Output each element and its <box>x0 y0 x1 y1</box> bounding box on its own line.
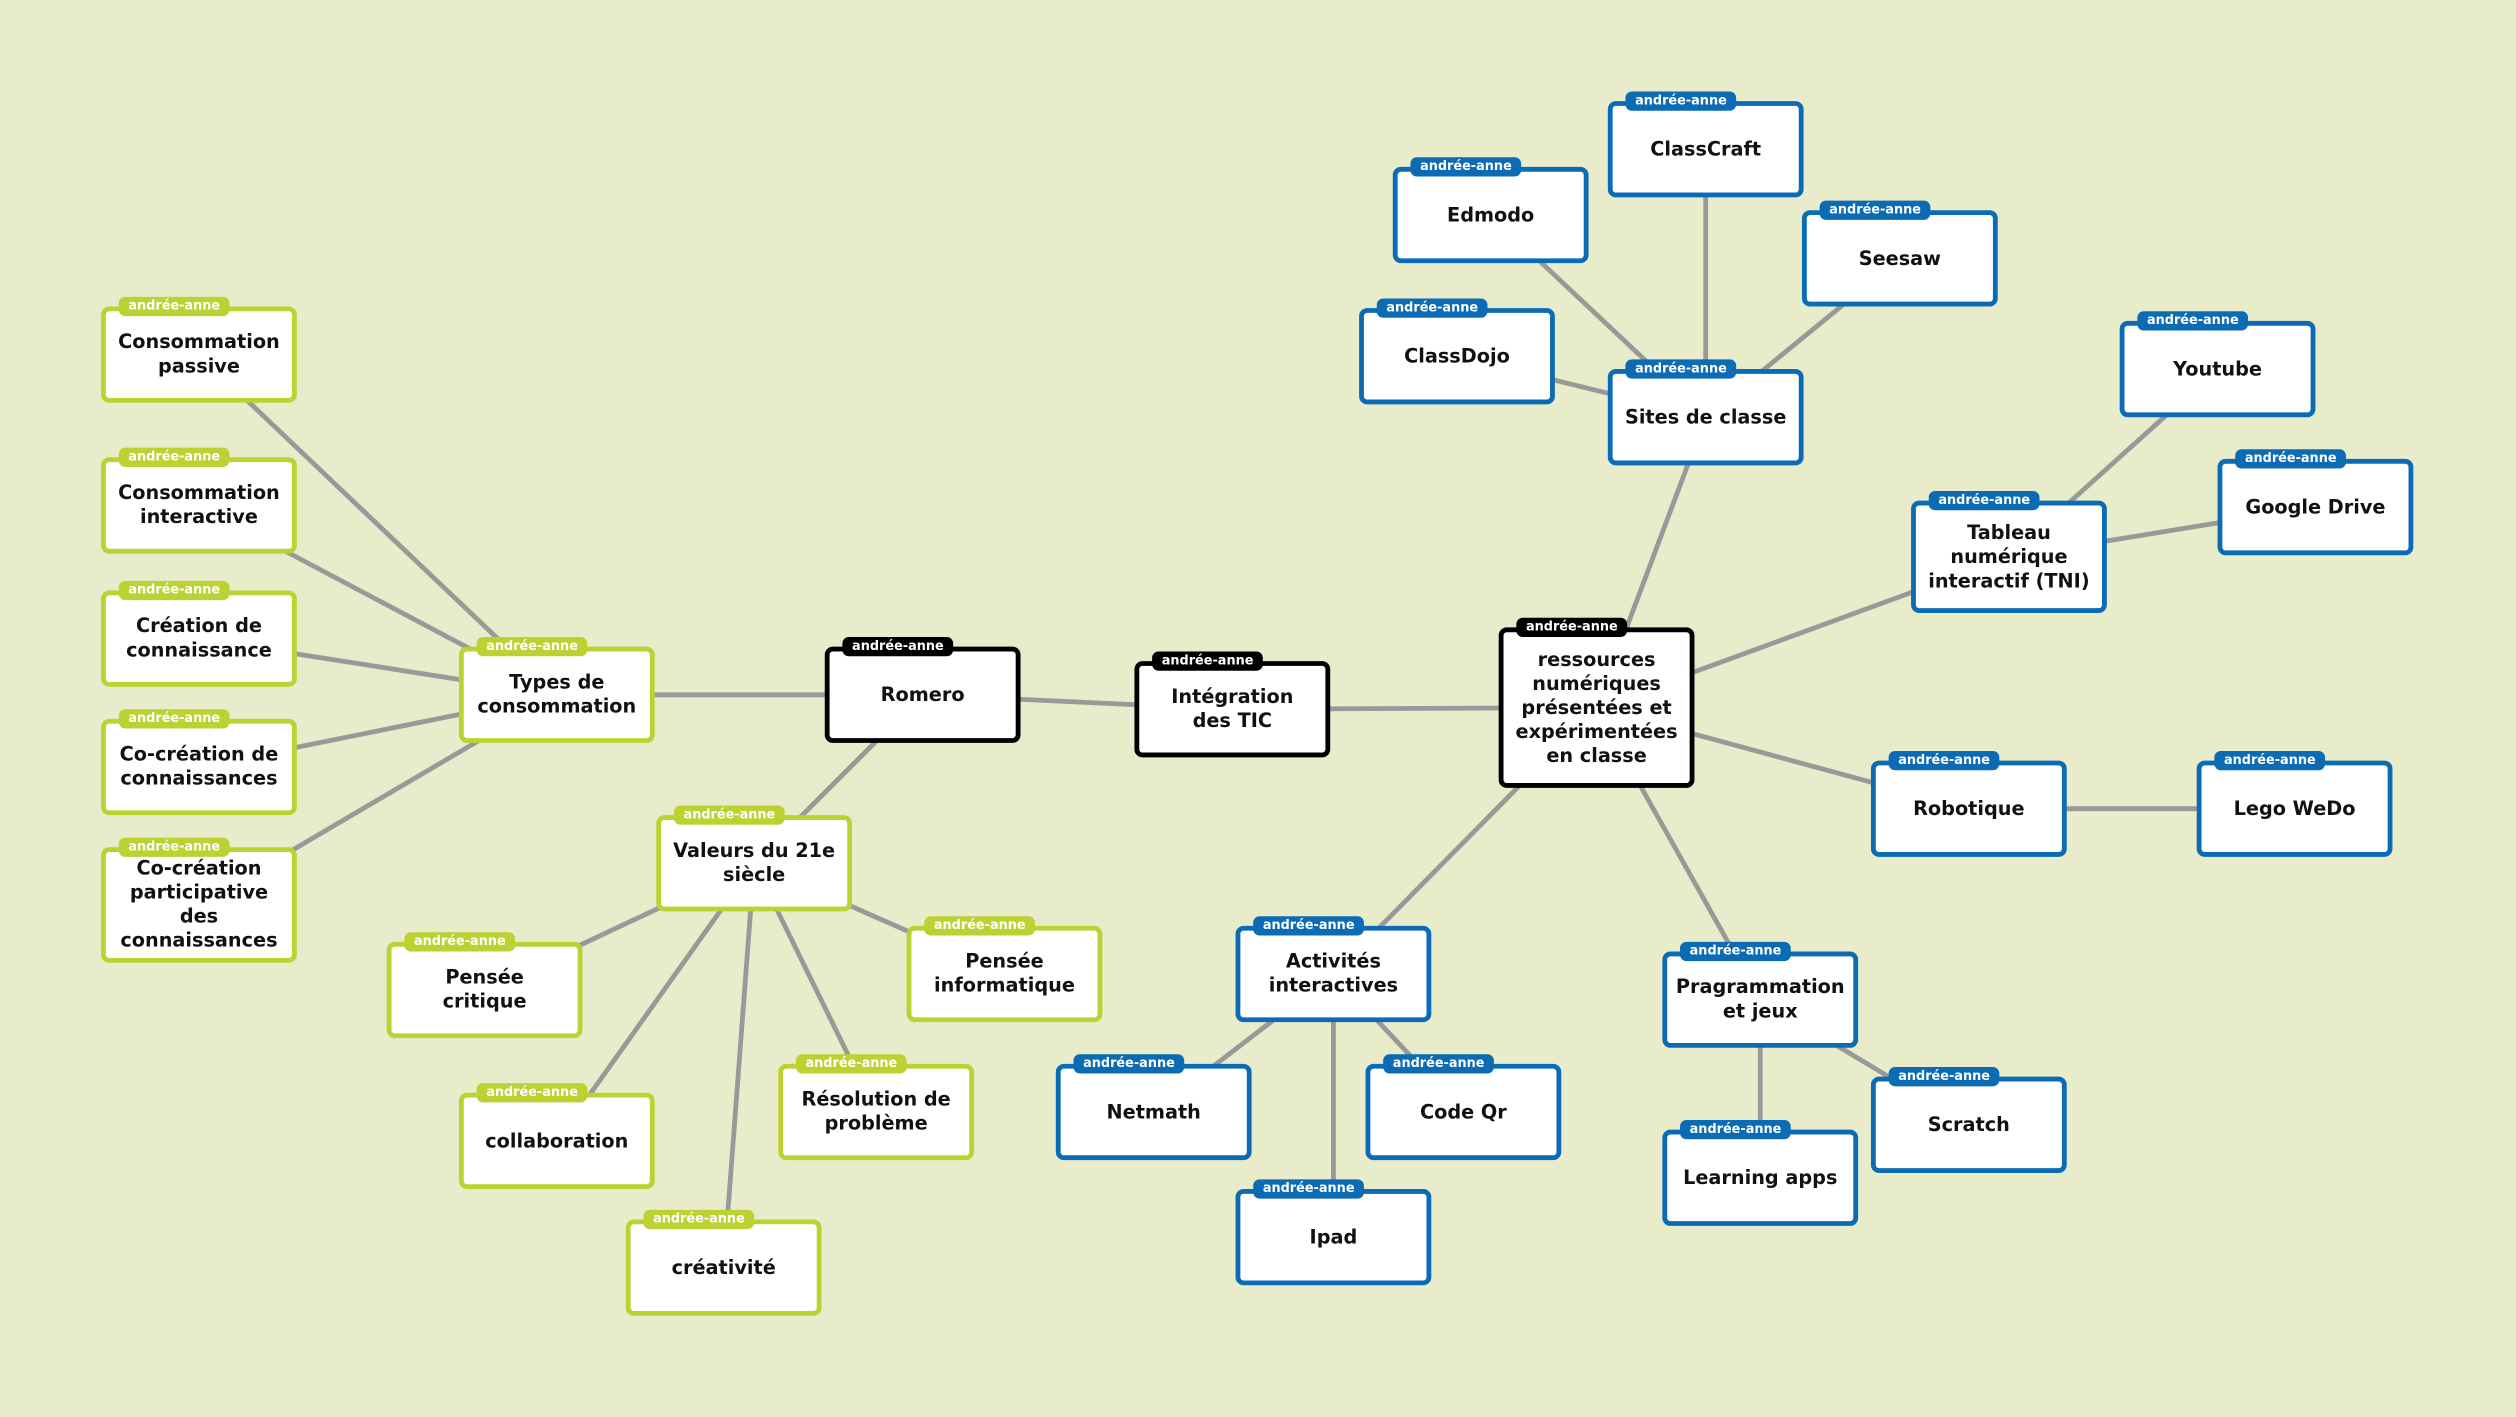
node-label: Sites de classe <box>1624 405 1787 428</box>
author-badge: andrée-anne <box>1073 1054 1185 1074</box>
author-badge: andrée-anne <box>2214 750 2326 771</box>
node-label: Google Drive <box>2245 495 2386 518</box>
author-badge: andrée-anne <box>924 916 1036 936</box>
node-label: collaboration <box>485 1128 629 1152</box>
author-badge: andrée-anne <box>1888 750 2000 771</box>
node-label: Pensée informatique <box>934 949 1075 997</box>
author-badge: andrée-anne <box>476 1083 588 1103</box>
node-label: Résolution de problème <box>801 1087 951 1135</box>
node-label: Co-création participative des connaissan… <box>120 856 278 952</box>
node-ressources[interactable]: andrée-anne ressources numériques présent… <box>1498 617 1695 788</box>
node-label: ClassDojo <box>1404 344 1510 367</box>
node-creativite[interactable]: andrée-anne créativité <box>625 1209 822 1316</box>
author-badge: andrée-anne <box>795 1054 907 1074</box>
node-label: Création de connaissance <box>126 614 272 662</box>
node-label: Seesaw <box>1858 246 1941 269</box>
node-label: Types de consommation <box>477 670 637 718</box>
author-badge: andrée-anne <box>1253 916 1365 936</box>
node-label: Pragrammation et jeux <box>1675 975 1845 1023</box>
node-label: Consommation interactive <box>118 481 280 528</box>
node-label: Youtube <box>2173 357 2262 380</box>
author-badge: andrée-anne <box>673 805 785 825</box>
node-label: Co-création de connaissances <box>119 742 279 790</box>
node-label: Consommation passive <box>118 330 280 378</box>
author-badge: andrée-anne <box>1253 1179 1365 1199</box>
node-label: Activités interactives <box>1268 949 1399 997</box>
author-badge: andrée-anne <box>476 637 588 657</box>
node-label: Scratch <box>1927 1112 2010 1136</box>
node-label: Learning apps <box>1683 1165 1838 1189</box>
node-label: Pensée critique <box>442 965 527 1013</box>
node-collaboration[interactable]: andrée-anne collaboration <box>458 1083 655 1190</box>
node-label: Valeurs du 21e siècle <box>673 839 836 886</box>
author-badge: andrée-anne <box>118 447 230 467</box>
author-badge: andrée-anne <box>1625 91 1737 111</box>
node-label: Edmodo <box>1447 202 1535 226</box>
author-badge: andrée-anne <box>1819 200 1931 220</box>
author-badge: andrée-anne <box>118 296 230 317</box>
node-label: Code Qr <box>1419 1099 1507 1123</box>
author-badge: andrée-anne <box>1680 1120 1791 1140</box>
node-label: Romero <box>880 682 965 706</box>
author-badge: andrée-anne <box>1152 651 1264 671</box>
author-badge: andrée-anne <box>1410 157 1522 177</box>
author-badge: andrée-anne <box>1928 491 2040 511</box>
author-badge: andrée-anne <box>404 932 516 952</box>
author-badge: andrée-anne <box>1625 359 1737 379</box>
author-badge: andrée-anne <box>1680 941 1791 962</box>
node-label: Lego WeDo <box>2233 796 2356 820</box>
author-badge: andrée-anne <box>118 709 230 729</box>
author-badge: andrée-anne <box>118 580 230 601</box>
node-label: Tableau numérique interactif (TNI) <box>1928 520 2090 592</box>
author-badge: andrée-anne <box>1376 298 1488 318</box>
author-badge: andrée-anne <box>1888 1067 2000 1087</box>
node-label: ClassCraft <box>1650 137 1762 160</box>
author-badge: andrée-anne <box>1516 617 1628 638</box>
author-badge: andrée-anne <box>1383 1054 1495 1074</box>
author-badge: andrée-anne <box>842 637 954 657</box>
node-label: ressources numériques présentées et expé… <box>1515 647 1678 767</box>
author-badge: andrée-anne <box>2235 449 2347 469</box>
node-label: Robotique <box>1913 796 2025 820</box>
edge-valeurs-creativite <box>721 863 757 1268</box>
node-label: Intégration des TIC <box>1171 685 1294 732</box>
node-label: créativité <box>671 1255 776 1279</box>
author-badge: andrée-anne <box>118 837 230 857</box>
author-badge: andrée-anne <box>2137 311 2249 331</box>
node-label: Ipad <box>1309 1225 1358 1248</box>
node-label: Netmath <box>1106 1099 1201 1123</box>
author-badge: andrée-anne <box>643 1209 755 1230</box>
